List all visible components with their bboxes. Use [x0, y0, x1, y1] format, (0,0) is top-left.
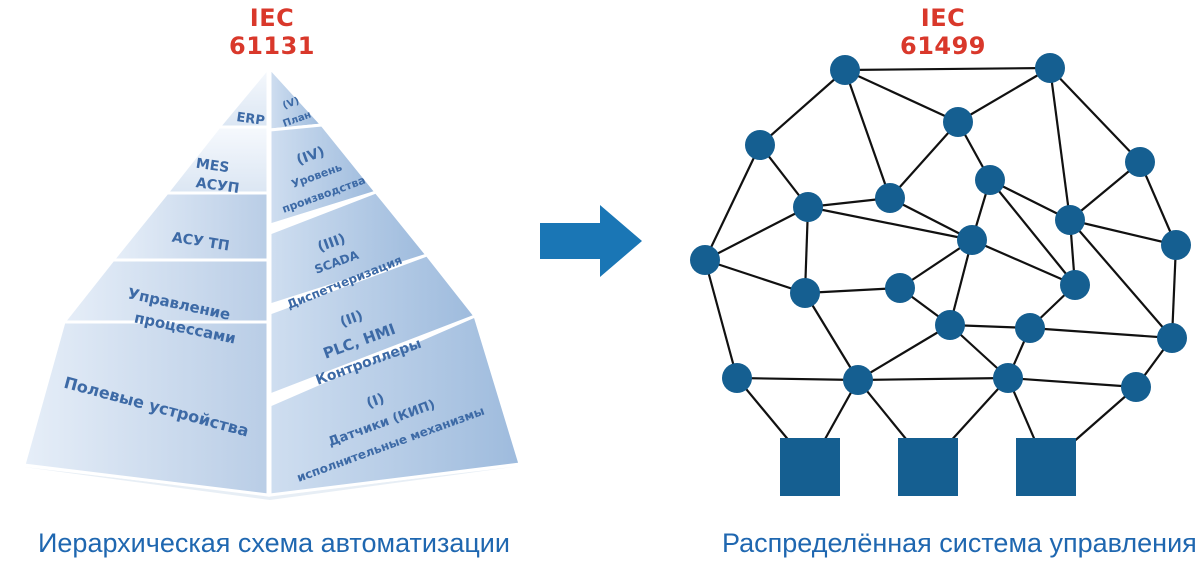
network-edge [804, 286, 901, 295]
pyramid-right-tier-1 [268, 313, 522, 497]
label-erp: ERP [235, 110, 265, 129]
network-node [1055, 205, 1085, 235]
network-node [1121, 372, 1151, 402]
network-edge [736, 376, 859, 382]
network-box-3 [1016, 438, 1076, 496]
right-arrow [540, 205, 642, 277]
network-box-2 [898, 438, 958, 496]
network-edge [1029, 326, 1173, 340]
network-node [957, 225, 987, 255]
network-box-1 [780, 438, 840, 496]
pyramid: ERP MES АСУП АСУ ТП Управление процессам… [22, 63, 522, 500]
caption-hierarchical-scheme: Иерархическая схема автоматизации [38, 528, 510, 558]
network-node [1035, 53, 1065, 83]
network-edge [807, 205, 973, 242]
network-boxes [780, 438, 1076, 496]
network-node [1157, 323, 1187, 353]
network-edge [704, 258, 806, 295]
network-edge [889, 121, 959, 199]
network-edge [1048, 67, 1072, 221]
network-node [793, 192, 823, 222]
network-edge [704, 144, 761, 261]
network-edge [703, 259, 739, 379]
label-ii: (II) [338, 308, 365, 331]
network [703, 66, 1178, 467]
network-edge [1138, 161, 1178, 246]
network-node [722, 363, 752, 393]
pyramid-left-tier-2 [60, 258, 270, 324]
network-edge [857, 376, 1009, 382]
network-nodes [690, 53, 1191, 402]
network-edge [957, 67, 1051, 123]
caption-distributed-system: Распределённая система управления [722, 528, 1197, 558]
network-edge [1170, 244, 1178, 339]
network-edge [1069, 161, 1141, 221]
network-node [843, 365, 873, 395]
network-edge [804, 292, 859, 381]
network-edge [889, 197, 973, 241]
title-iec-61499: IEC 61499 [900, 4, 986, 60]
network-node [875, 183, 905, 213]
network-node [1015, 313, 1045, 343]
network-node [935, 310, 965, 340]
label-v: (V) [281, 96, 301, 112]
network-edge [989, 179, 1076, 286]
network-node [830, 55, 860, 85]
network-edge [1069, 218, 1177, 247]
network-edge [844, 69, 959, 123]
network-node [745, 130, 775, 160]
network-node [885, 273, 915, 303]
pyramid-left-tier-3 [109, 191, 270, 262]
network-node [943, 107, 973, 137]
label-mes: MES [195, 156, 230, 177]
pyramid-left-tier-1 [22, 320, 270, 497]
network-edge [1049, 67, 1141, 163]
network-node [690, 245, 720, 275]
network-node [1161, 230, 1191, 260]
network-node [1125, 147, 1155, 177]
network-node [1060, 270, 1090, 300]
network-node [993, 363, 1023, 393]
network-edge [844, 66, 1051, 72]
network-node [975, 165, 1005, 195]
network-edge [843, 69, 892, 199]
network-edge [1007, 376, 1137, 389]
network-node [790, 278, 820, 308]
label-i: (I) [364, 391, 386, 412]
network-edge [759, 69, 846, 146]
network-edge [971, 238, 1076, 287]
network-edge [857, 324, 951, 381]
network-edge [1069, 219, 1173, 339]
network-edge [704, 206, 809, 261]
label-asup: АСУП [195, 175, 240, 197]
title-iec-61131: IEC 61131 [229, 4, 315, 60]
